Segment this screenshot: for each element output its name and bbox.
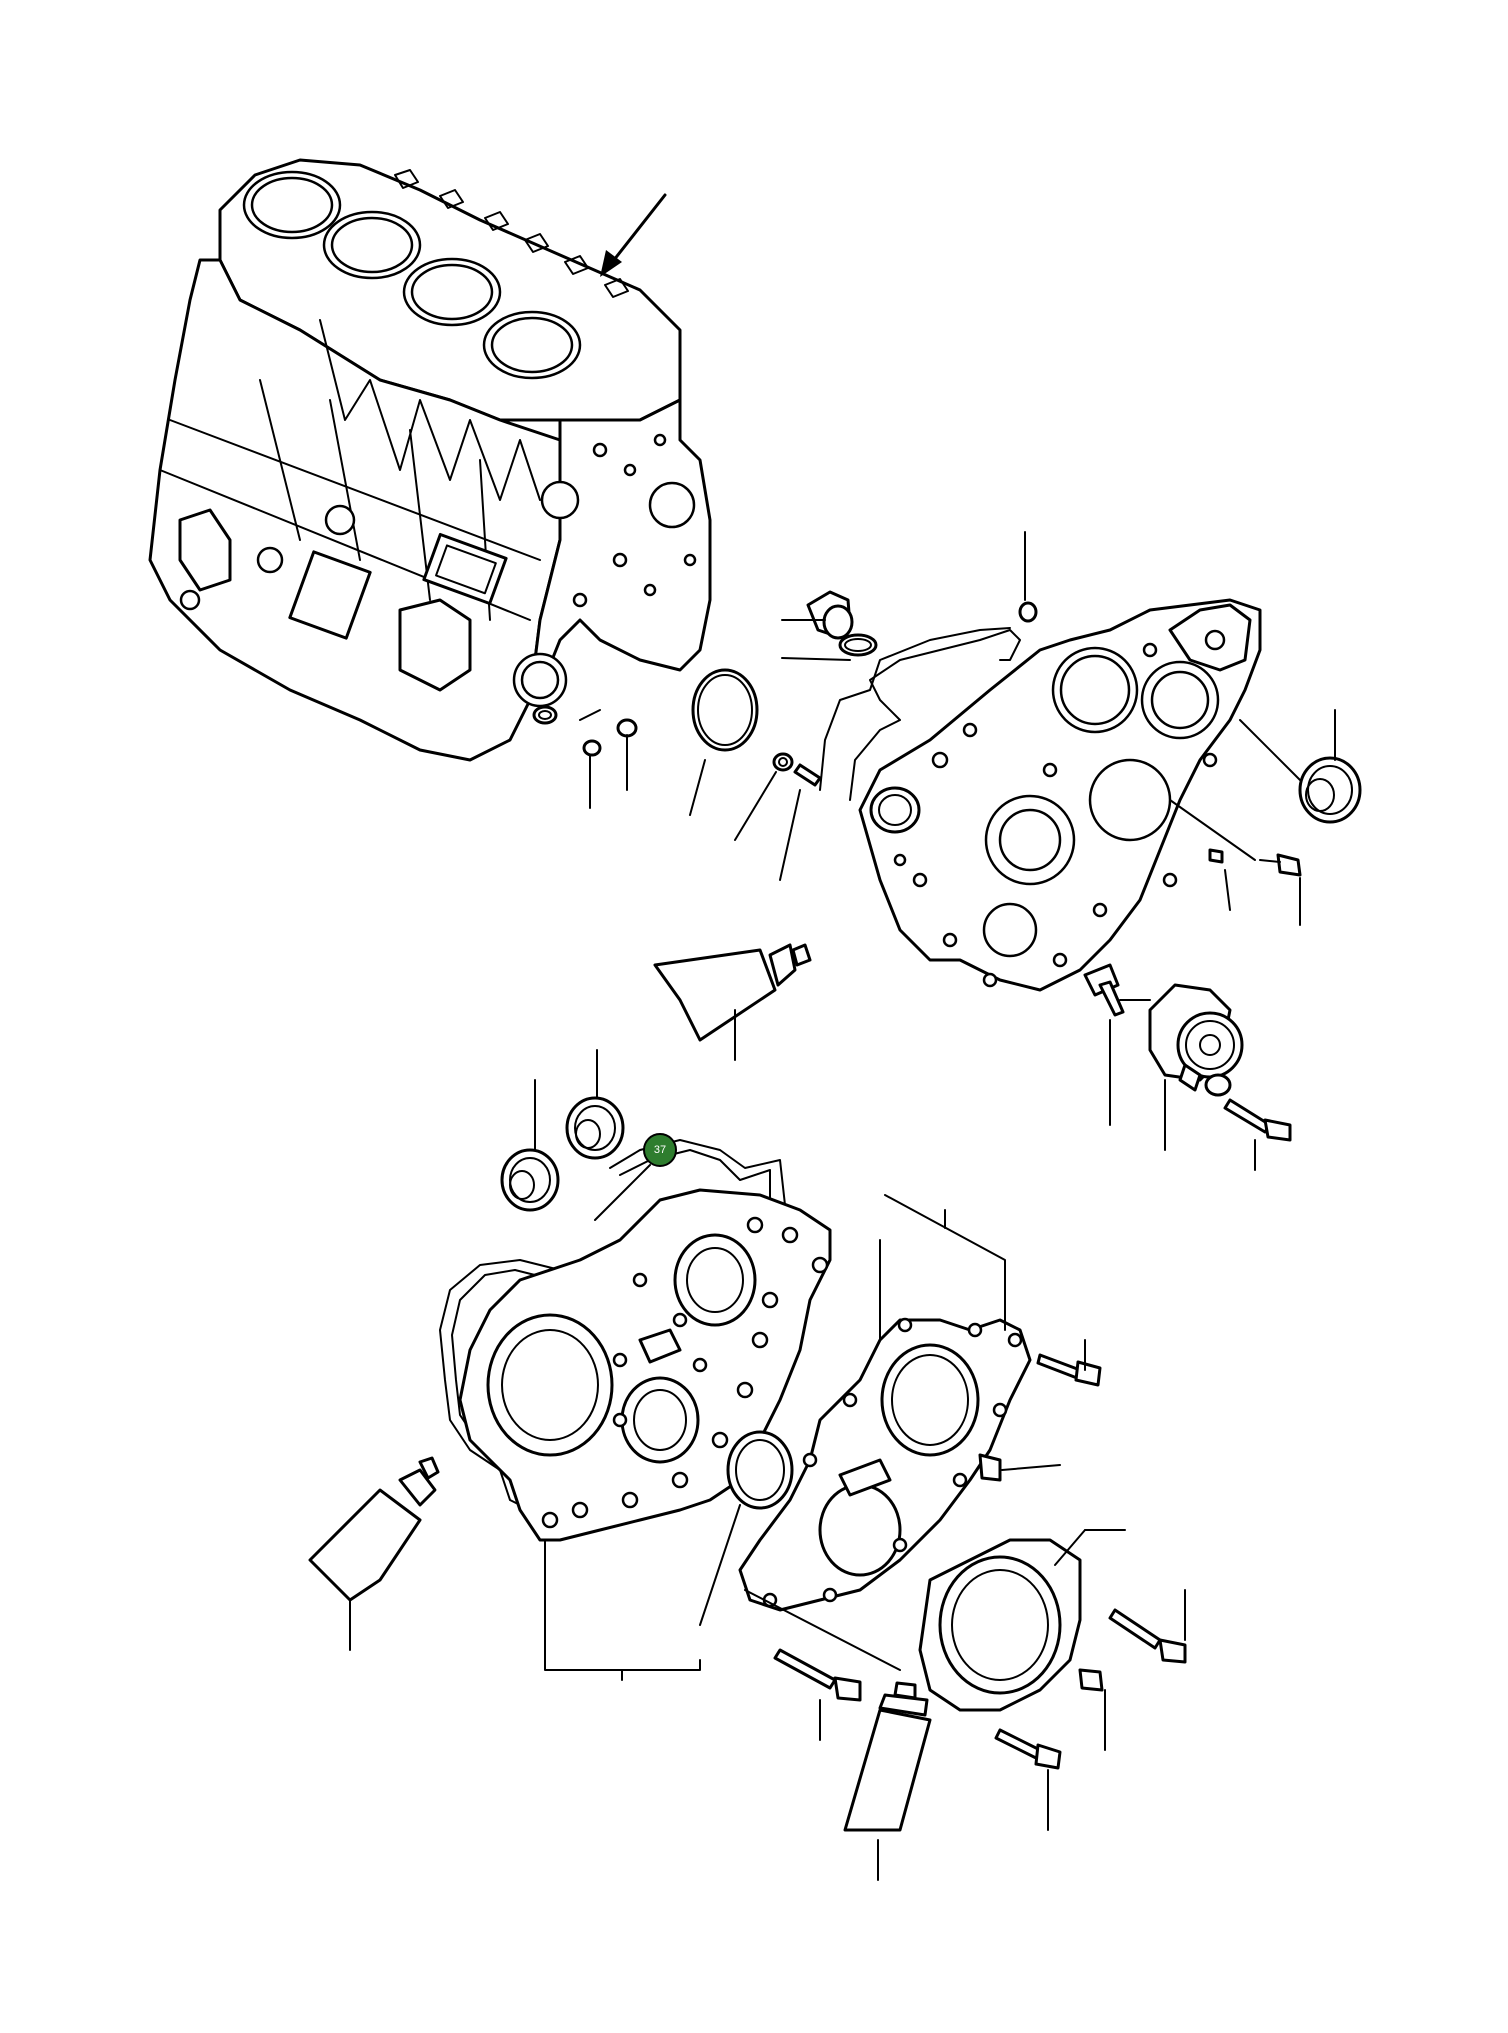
large-oring[interactable] [689,668,759,816]
oil-pump[interactable] [1119,983,1244,1151]
oil-seal[interactable] [699,1430,794,1626]
block-orings[interactable] [532,705,638,809]
oil-filler-cap[interactable] [781,590,878,661]
leader-line-37 [594,1164,651,1221]
sealant-tube-upper[interactable] [653,943,812,1061]
sealant-tube-lower[interactable] [843,1681,932,1881]
bearing-upper-right[interactable] [1239,709,1362,824]
bolt-plate-upper[interactable] [1036,1339,1102,1387]
engine-block[interactable] [148,158,712,762]
bolt-housing-lower[interactable] [994,1728,1062,1831]
small-oring-top[interactable] [1018,531,1038,623]
bolt-pump[interactable] [1223,1098,1292,1171]
callout-37-label: 37 [654,1144,666,1156]
washer-and-stud[interactable] [734,752,822,881]
leader-bracket-lower [544,1539,701,1681]
mid-plate[interactable] [738,1317,1032,1612]
sealant-tube-lower-left[interactable] [308,1456,440,1651]
bolt-plate-mid[interactable] [978,1453,1061,1482]
bearing-left[interactable] [500,1079,560,1212]
seal-housing[interactable] [918,1529,1126,1712]
gear-case[interactable] [819,598,1262,992]
block-pointer-arrow [600,193,667,277]
bolt-housing-short[interactable] [1078,1668,1106,1751]
bolt-cover-long[interactable] [744,1589,901,1741]
dowel-pin[interactable] [1208,848,1231,911]
leader-bracket-upper [879,1194,1006,1341]
bolt-upper-right[interactable] [1169,799,1302,926]
callout-37[interactable]: 37 [643,1133,677,1167]
bearing-right[interactable] [565,1049,625,1160]
bolt-housing-long[interactable] [1108,1589,1187,1664]
bolt-middle[interactable] [1083,963,1125,1126]
